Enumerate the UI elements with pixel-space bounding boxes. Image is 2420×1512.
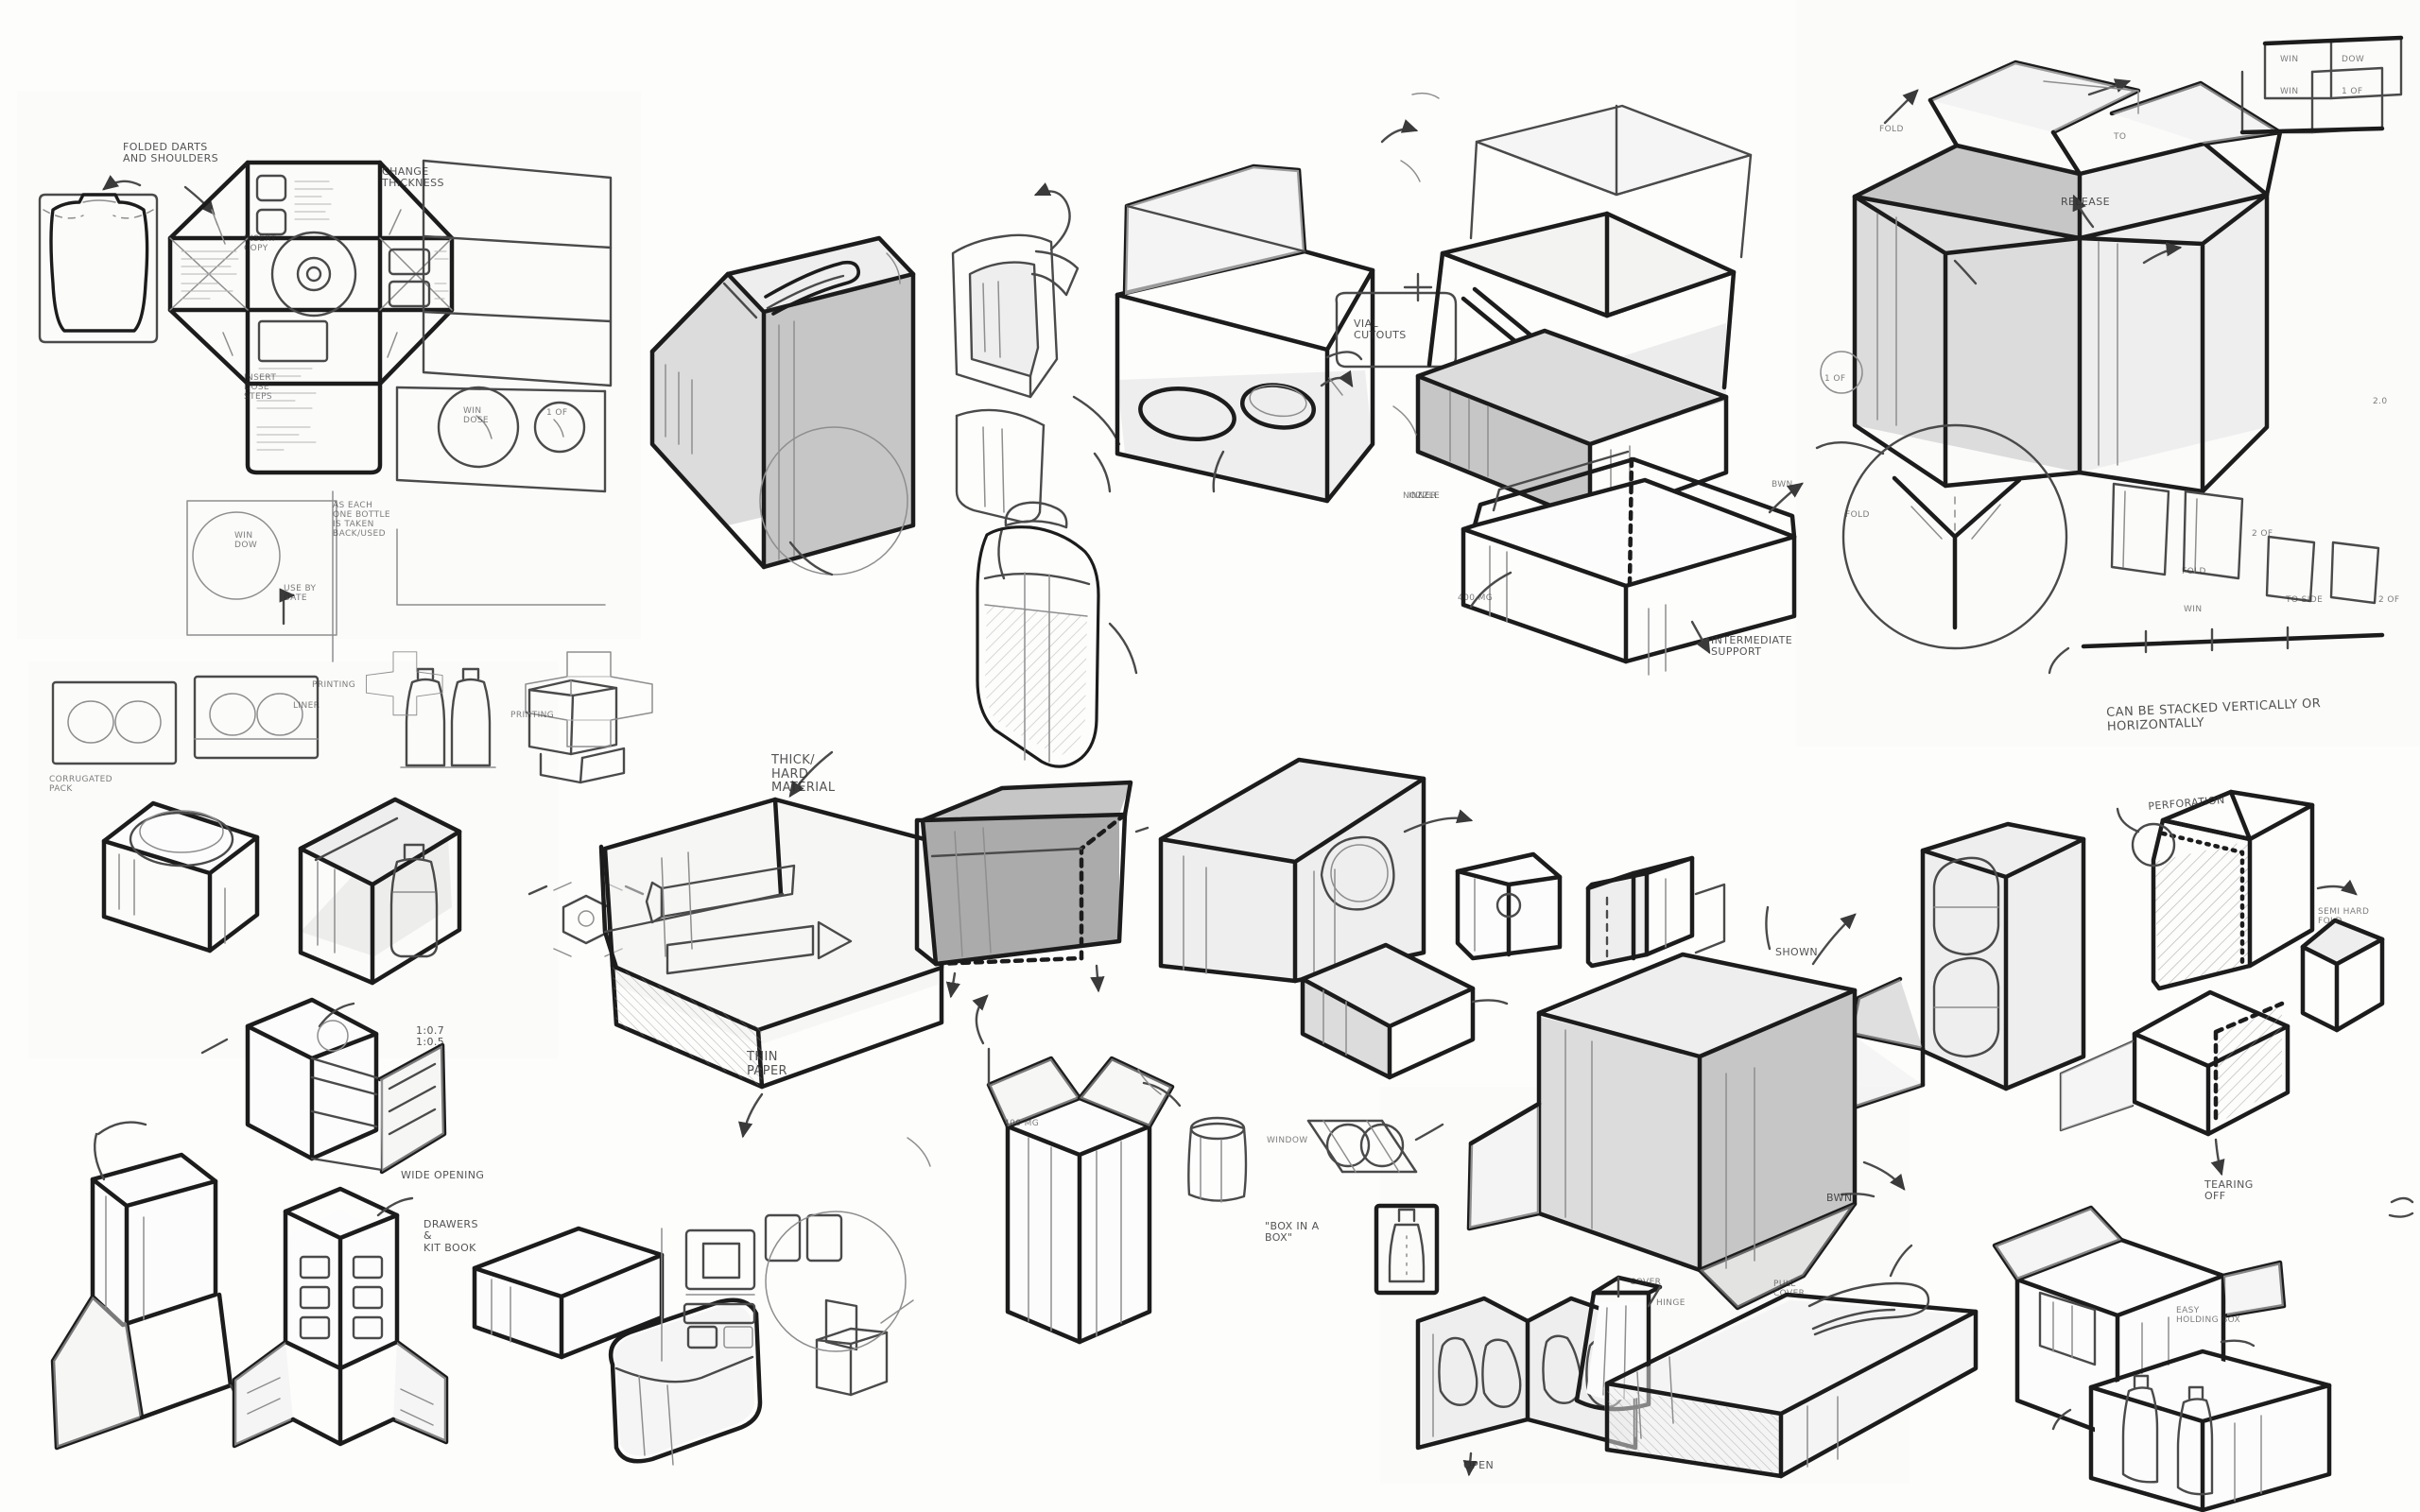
sketch-fan-fold-insert xyxy=(1306,1119,1444,1174)
note-grid-c: WIN xyxy=(2280,87,2299,96)
sketch-tray-two-vial-holes xyxy=(1115,163,1433,504)
sketch-flat-hinge-box xyxy=(1461,450,1804,676)
sketch-twin-cells-right xyxy=(1585,855,1726,969)
note-printing-2: PRINTING xyxy=(510,711,555,720)
sketch-bottle-hatched xyxy=(976,501,1138,768)
sketch-pouch-flat-bottle xyxy=(38,175,216,344)
sketch-kit-book-open xyxy=(232,1186,449,1449)
note-liner-left: LINER xyxy=(293,701,320,711)
sketch-misc-marks xyxy=(907,92,2414,1218)
note-drawers-kit-book: DRAWERS & KIT BOOK xyxy=(424,1218,478,1254)
note-dim-20: 2.0 xyxy=(2373,397,2388,406)
sketch-fold-sequence-thumbs xyxy=(1815,351,2385,675)
note-hinge: HINGE xyxy=(1656,1298,1685,1308)
sketch-tray-row-thumbs xyxy=(51,667,626,784)
note-use-by-date: USE BY DATE xyxy=(284,584,317,604)
sketch-tall-open-carton xyxy=(972,994,1175,1345)
sketch-bottle-pair-thumb xyxy=(400,667,496,768)
note-open: OPEN xyxy=(1463,1459,1495,1471)
note-as-each-bottle: AS EACH ONE BOTTLE IS TAKEN BACK/USED xyxy=(333,501,391,540)
sketch-clamshell-open-box xyxy=(1415,104,1753,524)
note-fold-detail-b: 1 OF xyxy=(1824,374,1846,384)
note-fold-detail-a: FOLD xyxy=(1845,510,1870,520)
note-easy-holding-box: EASY HOLDING BOX xyxy=(2176,1306,2241,1326)
note-semi-hard-fold: SEMI HARD FOLD xyxy=(2318,907,2370,927)
sketch-flap-open-tray xyxy=(50,1121,236,1451)
note-corrugated-pack: CORRUGATED PACK xyxy=(49,775,113,795)
sketch-small-tray-vial xyxy=(951,182,1121,580)
note-window-a: WIN DOSE xyxy=(463,406,490,426)
sketch-bottle-tray-bottom xyxy=(2051,1349,2332,1512)
sketch-triangular-pack xyxy=(1300,942,1509,1080)
note-bwn-2: BWN xyxy=(1826,1192,1853,1204)
note-change-thickness: CHANGE THICKNESS xyxy=(382,165,444,190)
sketch-dieline-unfolded-cross xyxy=(167,160,455,475)
note-grid-d: 1 OF xyxy=(2342,87,2363,96)
note-printing-1: PRINTING xyxy=(312,680,356,690)
note-window-bottom: WINDOW xyxy=(1267,1136,1308,1145)
sketch-thumb-panels xyxy=(661,1211,914,1397)
sketch-two-cell-thumb xyxy=(527,679,626,784)
note-ratio: 1:0.7 1:0.5 xyxy=(416,1024,445,1049)
sketch-wedge-bottle xyxy=(298,797,462,986)
sketch-cube-window xyxy=(1158,757,1474,984)
sketch-bottle-in-wedge xyxy=(389,843,439,958)
sketch-dark-sleeve-box xyxy=(914,780,1150,999)
note-release: RELEASE xyxy=(2061,196,2110,208)
sketch-bottle-frame-thumb xyxy=(1374,1203,1440,1296)
note-vial-cutouts: VIAL CUTOUTS xyxy=(1354,318,1407,342)
sketch-tapered-cup xyxy=(1142,1081,1248,1203)
sketch-twin-cells-open xyxy=(1455,851,1726,969)
sketch-open-tray-round xyxy=(101,800,260,954)
sketch-pillow-box xyxy=(472,1226,763,1466)
note-fold-detail-f: TO SIDE xyxy=(2286,595,2324,605)
sketch-big-open-sack xyxy=(1466,905,1906,1311)
sketch-hatched-cube-perf xyxy=(2059,789,2385,1177)
note-nozzle: NOZZLE xyxy=(1403,491,1441,501)
sketch-dieline-right-face xyxy=(186,159,613,662)
note-inner: INNER xyxy=(1409,491,1438,501)
note-fold-detail-d: FOLD xyxy=(2182,567,2206,576)
note-400mg-1: 400 MG xyxy=(1458,593,1494,603)
note-cover: COVER xyxy=(1630,1278,1662,1287)
sketch-bifold-large-box xyxy=(1852,60,2283,494)
note-fold-detail-e: WIN xyxy=(2184,605,2203,614)
note-thick-hard-material: THICK/ HARD MATERIAL xyxy=(771,753,836,796)
note-pull-cover: PULL COVER xyxy=(1773,1280,1806,1299)
note-intermediate-support: INTERMEDIATE SUPPORT xyxy=(1711,634,1793,659)
note-fold-detail-c: 2 OF xyxy=(2252,529,2273,539)
note-wide-opening: WIDE OPENING xyxy=(401,1169,485,1181)
note-fold-tr-a: FOLD xyxy=(1879,125,1904,134)
sketch-long-wedge-box xyxy=(1603,1244,1979,1479)
note-folded-darts: FOLDED DARTS AND SHOULDERS xyxy=(123,141,219,165)
note-insert-copy-1: INSERT COPY xyxy=(244,234,277,254)
note-window-c: WIN DOW xyxy=(234,531,258,551)
sketch-drawer-pack xyxy=(200,997,447,1175)
note-insert-copy-2: INSERT DOSE STEPS xyxy=(244,373,277,403)
note-thin-paper: THIN PAPER xyxy=(747,1050,787,1078)
note-fold-tr-b: TO xyxy=(2114,132,2127,142)
note-grid-a: WIN xyxy=(2280,55,2299,64)
sketch-small-wedge-right xyxy=(2300,918,2385,1033)
sketch-thumb-dieline-small xyxy=(525,651,653,747)
note-tearing-off: TEARING OFF xyxy=(2204,1178,2254,1203)
note-shown: SHOWN xyxy=(1775,946,1819,958)
note-fold-detail-g: 2 OF xyxy=(2378,595,2400,605)
note-grid-b: DOW xyxy=(2342,55,2365,64)
note-400mg-2: 400 MG xyxy=(1004,1119,1040,1128)
note-bwn-1: BWN xyxy=(1772,480,1793,490)
sketch-mini-grid-thumbs xyxy=(2239,35,2404,135)
sketch-open-hatched-tray xyxy=(2059,989,2290,1177)
note-window-b: 1 OF xyxy=(546,408,568,418)
sketch-tall-box-handle xyxy=(649,235,916,576)
note-box-in-a-box: "BOX IN A BOX" xyxy=(1265,1220,1320,1245)
